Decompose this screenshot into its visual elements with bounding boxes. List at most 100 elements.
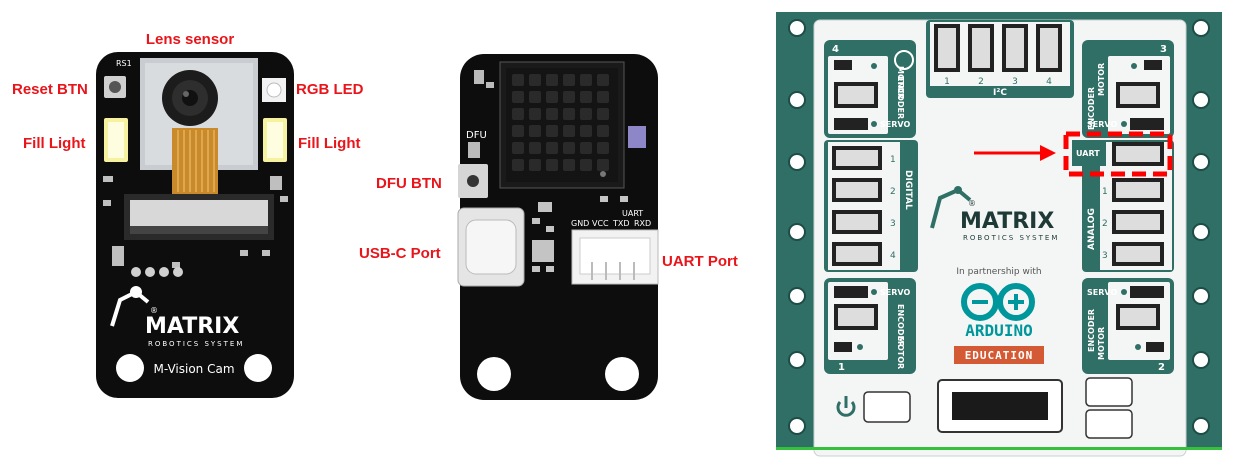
chip-cell xyxy=(597,142,609,154)
port-block-1: SERVO ENCODER MOTOR 1 xyxy=(824,278,916,374)
label-usbc-port: USB-C Port xyxy=(359,245,441,262)
chip-cell xyxy=(563,159,575,171)
svg-text:SERVO: SERVO xyxy=(1087,120,1117,129)
chip-cell xyxy=(563,108,575,120)
chip-cell xyxy=(580,142,592,154)
txd-silk: TXD xyxy=(612,219,630,228)
chip-cell xyxy=(546,74,558,86)
uart-silk: UART xyxy=(622,209,643,218)
side-chip xyxy=(628,126,646,148)
chip-cell xyxy=(580,91,592,103)
button-c xyxy=(1085,409,1133,439)
port-block-4: 4 MOTOR ENCODER SERVO xyxy=(824,40,916,138)
chip-cell xyxy=(546,159,558,171)
digital-port-number: 3 xyxy=(890,219,896,229)
svg-text:DIGITAL: DIGITAL xyxy=(903,170,913,210)
matrix-controller: 4 MOTOR ENCODER SERVO 1 2 3 4 I²C 3 xyxy=(776,12,1222,457)
chip-cell xyxy=(529,142,541,154)
i2c-port-number: 1 xyxy=(944,77,950,87)
uart-highlight-box xyxy=(1063,131,1173,177)
analog-connector-slot xyxy=(1116,214,1160,230)
chip-cell xyxy=(563,91,575,103)
mount-hole-right xyxy=(244,354,272,382)
svg-text:2: 2 xyxy=(1158,362,1165,373)
chip-cell xyxy=(580,108,592,120)
label-uart-port: UART Port xyxy=(662,253,738,270)
chip-cell xyxy=(512,91,524,103)
display-screen xyxy=(952,392,1048,420)
chip-cell xyxy=(563,74,575,86)
button-a xyxy=(863,391,911,423)
arduino-logo: ARDUINO EDUCATION xyxy=(954,283,1044,364)
flex-cable xyxy=(172,128,218,194)
i2c-port-number: 3 xyxy=(1012,77,1018,87)
back-hole-left xyxy=(477,357,511,391)
matrix-arm-logo xyxy=(110,286,150,327)
analog-connector-slot xyxy=(1116,182,1160,198)
svg-text:ENCODER: ENCODER xyxy=(896,304,905,347)
svg-text:1: 1 xyxy=(838,362,845,373)
arduino-wordmark: ARDUINO xyxy=(965,321,1032,340)
svg-text:SERVO: SERVO xyxy=(880,288,910,297)
label-fill-light-left: Fill Light xyxy=(23,135,85,152)
uart-analog-ports: UART 1 2 3 ANALOG xyxy=(1072,140,1174,272)
chip-cell xyxy=(512,74,524,86)
vcc-silk: VCC xyxy=(592,219,609,228)
svg-text:3: 3 xyxy=(1160,44,1167,55)
digital-connector-slot xyxy=(836,246,878,262)
analog-port-number: 1 xyxy=(1102,187,1108,197)
svg-text:®: ® xyxy=(968,199,976,208)
svg-text:SERVO: SERVO xyxy=(880,120,910,129)
chip-cell xyxy=(580,125,592,137)
label-rgb-led: RGB LED xyxy=(296,81,364,98)
chip-cell xyxy=(512,142,524,154)
chip-cell xyxy=(546,91,558,103)
power-button xyxy=(836,396,856,417)
chip-cell xyxy=(529,159,541,171)
label-lens-sensor: Lens sensor xyxy=(146,31,235,48)
chip-cell xyxy=(546,125,558,137)
svg-text:ENCODER: ENCODER xyxy=(896,76,905,119)
svg-text:EDUCATION: EDUCATION xyxy=(965,349,1034,362)
uart-port-label: UART xyxy=(1076,149,1100,158)
svg-text:I²C: I²C xyxy=(993,88,1007,98)
i2c-connector-slot xyxy=(1040,28,1058,68)
button-b xyxy=(1085,377,1133,407)
label-fill-light-right: Fill Light xyxy=(298,135,360,152)
port-block-3: 3 ENCODER MOTOR SERVO xyxy=(1082,40,1174,138)
svg-text:4: 4 xyxy=(832,44,839,55)
chip-cell xyxy=(597,125,609,137)
partnership-text: In partnership with xyxy=(956,267,1041,277)
i2c-connector-slot xyxy=(1006,28,1024,68)
digital-connector-slot xyxy=(836,150,878,166)
chip-cell xyxy=(597,159,609,171)
svg-text:MOTOR: MOTOR xyxy=(896,336,905,369)
digital-connector-slot xyxy=(836,182,878,198)
camera-brand-sub: ROBOTICS SYSTEM xyxy=(148,340,244,348)
label-dfu-btn: DFU BTN xyxy=(376,175,442,192)
analog-connector-slot xyxy=(1116,246,1160,262)
chip-cell xyxy=(512,125,524,137)
digital-port-number: 2 xyxy=(890,187,896,197)
i2c-port-number: 4 xyxy=(1046,77,1052,87)
chip-cell xyxy=(580,159,592,171)
svg-text:MOTOR: MOTOR xyxy=(1097,327,1106,360)
digital-connector-slot xyxy=(836,214,878,230)
chip-cell xyxy=(563,142,575,154)
education-badge xyxy=(954,346,1044,364)
camera-model-label: M-Vision Cam xyxy=(153,362,234,376)
chip-cell xyxy=(563,125,575,137)
svg-text:ANALOG: ANALOG xyxy=(1087,208,1097,250)
analog-port-number: 2 xyxy=(1102,219,1108,229)
svg-text:®: ® xyxy=(150,306,158,315)
chip-cell xyxy=(597,91,609,103)
label-reset-btn: Reset BTN xyxy=(12,81,88,98)
i2c-connector-slot xyxy=(972,28,990,68)
analog-port-number: 3 xyxy=(1102,251,1108,261)
camera-brand: MATRIX xyxy=(145,314,239,339)
uart-arrow xyxy=(974,145,1056,161)
dfu-silk: DFU xyxy=(466,130,487,141)
svg-text:MOTOR: MOTOR xyxy=(896,66,905,99)
